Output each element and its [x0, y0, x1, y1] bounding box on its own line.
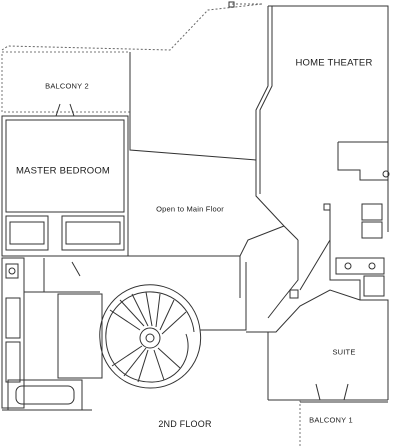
suite-bath-vanity [335, 257, 385, 275]
theater-column [323, 203, 331, 211]
toilet-1 [5, 263, 19, 279]
master-bedroom-walls [1, 115, 129, 257]
vanity-right-inner [65, 221, 121, 245]
room-label-master-bedroom: MASTER BEDROOM [15, 165, 111, 177]
angled-corridor [267, 240, 299, 319]
bottom-tub [7, 379, 83, 411]
left-bath [1, 257, 25, 409]
toilet-1-bowl [8, 267, 16, 275]
suite-bath-fixture-1 [361, 203, 383, 221]
bottom-tub-inner [15, 385, 75, 405]
stair-opening-wall [200, 262, 247, 331]
room-label-balcony-2: BALCONY 2 [45, 81, 89, 91]
master-bedroom-door-left [55, 103, 61, 117]
vanity-right [61, 215, 125, 251]
suite-door-right [343, 383, 349, 401]
corridor-door [71, 261, 81, 277]
room-label-home-theater: HOME THEATER [295, 57, 373, 69]
tub-left-1 [5, 297, 21, 339]
corridor-column [289, 289, 299, 299]
home-theater-angle-wall [255, 6, 299, 241]
upper-outline-dashed [1, 3, 263, 51]
floor-label: 2ND FLOOR [158, 419, 212, 429]
room-label-suite: SUITE [332, 347, 356, 357]
suite-bath-walls [329, 206, 361, 300]
suite-shower [363, 275, 385, 297]
suite-sink-2 [368, 262, 376, 270]
room-label-balcony-1: BALCONY 1 [309, 415, 353, 425]
stair-landing [57, 293, 103, 379]
room-label-open-to-main-floor: Open to Main Floor [156, 204, 224, 214]
wet-bar-sink [382, 170, 390, 178]
closet-left-inner [9, 221, 45, 245]
angled-corridor-2 [299, 239, 331, 291]
master-bedroom-door-right [69, 103, 75, 117]
home-theater-angle-wall-inner [259, 6, 273, 194]
spiral-staircase [99, 284, 202, 389]
home-theater-walls [268, 5, 389, 232]
central-upper-wall [129, 112, 257, 161]
suite-walls [246, 289, 389, 400]
suite-door-left [315, 383, 321, 401]
suite-bath-fixture-2 [361, 221, 383, 239]
master-bedroom-inner [5, 119, 125, 213]
wet-bar [337, 141, 389, 181]
tub-left-2 [5, 341, 21, 383]
closet-left [5, 215, 49, 251]
upper-post [228, 1, 235, 8]
suite-sink-1 [344, 262, 352, 270]
